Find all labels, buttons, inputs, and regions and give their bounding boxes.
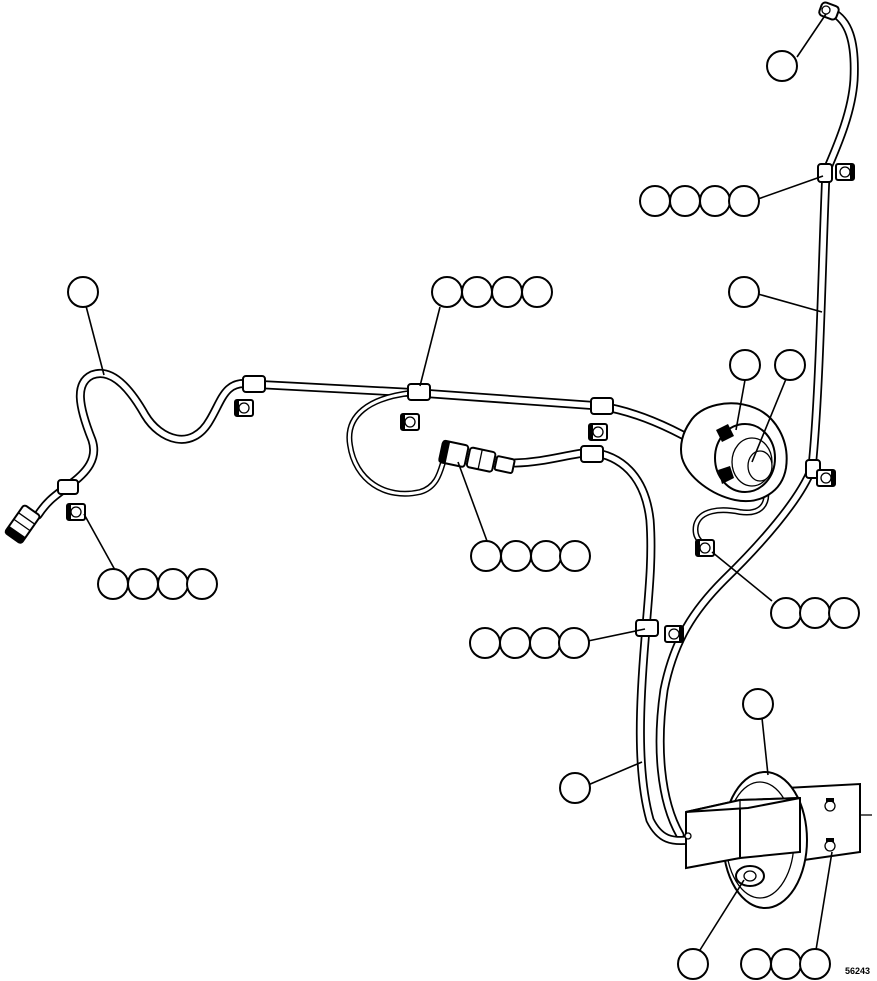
bolt: [400, 413, 420, 431]
leader-line: [815, 851, 833, 951]
callout-bubble: [500, 540, 532, 572]
callout-group-g7: [97, 568, 218, 600]
callout-bubble: [559, 772, 591, 804]
callout-bubble: [469, 627, 501, 659]
leader-line: [751, 378, 787, 463]
leader-line: [796, 13, 827, 58]
leader-line: [419, 306, 441, 387]
callout-bubble: [639, 185, 671, 217]
leader-line: [587, 761, 643, 786]
callout-bubble: [431, 276, 463, 308]
leader-line: [699, 879, 745, 951]
callout-group-g13: [677, 948, 709, 980]
callout-bubble: [799, 597, 831, 629]
mounting-bolts: [66, 163, 855, 643]
callout-bubble: [774, 349, 806, 381]
callout-group-g11: [742, 688, 774, 720]
callout-bubble: [97, 568, 129, 600]
callout-group-g3: [728, 276, 760, 308]
callout-group-g14: [740, 948, 831, 980]
control-box-assembly: [684, 771, 872, 909]
clip-band: [817, 163, 833, 183]
clip-band: [580, 445, 604, 463]
callout-bubble: [157, 568, 189, 600]
callout-bubble: [559, 540, 591, 572]
callout-bubble: [470, 540, 502, 572]
bolt: [816, 469, 836, 487]
callout-bubble: [742, 688, 774, 720]
callout-group-g2: [639, 185, 760, 217]
leader-line: [757, 293, 823, 313]
callout-group-g8: [470, 540, 591, 572]
bolt: [66, 503, 86, 521]
left-plug-connector: [4, 504, 41, 544]
callout-bubble: [770, 597, 802, 629]
bolt: [664, 625, 684, 643]
bolt: [695, 539, 715, 557]
callout-bubble: [799, 948, 831, 980]
clip-band: [407, 383, 431, 401]
callout-bubble: [67, 276, 99, 308]
bolt: [588, 423, 608, 441]
leader-line: [761, 717, 769, 776]
callout-group-g12: [559, 772, 591, 804]
harness-clips: [57, 163, 833, 637]
callout-bubble: [491, 276, 523, 308]
mid-plug-connector: [438, 439, 516, 474]
clip-band: [242, 375, 266, 393]
clip-band: [590, 397, 614, 415]
leader-lines: [83, 13, 833, 951]
callout-bubble: [186, 568, 218, 600]
leader-line: [735, 379, 746, 431]
leader-line: [711, 551, 773, 602]
leader-line: [757, 175, 824, 200]
leader-line: [83, 513, 116, 571]
callout-group-g10: [469, 627, 590, 659]
leader-line: [85, 305, 105, 376]
callout-bubbles: [67, 50, 860, 980]
callout-group-g1: [766, 50, 798, 82]
end-connector-top: [818, 1, 840, 21]
callout-group-g5: [67, 276, 99, 308]
callout-group-g9: [770, 597, 860, 629]
bolt: [835, 163, 855, 181]
callout-bubble: [529, 627, 561, 659]
bolt: [234, 399, 254, 417]
callout-bubble: [677, 948, 709, 980]
callout-bubble: [521, 276, 553, 308]
callout-bubble: [828, 597, 860, 629]
leader-line: [457, 461, 488, 542]
callout-bubble: [740, 948, 772, 980]
callout-bubble: [729, 349, 761, 381]
callout-bubble: [699, 185, 731, 217]
callout-bubble: [766, 50, 798, 82]
callout-bubble: [461, 276, 493, 308]
callout-bubble: [127, 568, 159, 600]
clip-band: [635, 619, 659, 637]
callout-bubble: [728, 185, 760, 217]
callout-bubble: [728, 276, 760, 308]
callout-bubble: [770, 948, 802, 980]
callout-group-g4: [431, 276, 553, 308]
callout-bubble: [558, 627, 590, 659]
callout-group-g6: [729, 349, 806, 381]
callout-bubble: [669, 185, 701, 217]
callout-bubble: [499, 627, 531, 659]
leader-line: [587, 628, 646, 642]
figure-id-label: 56243: [845, 966, 871, 976]
clip-band: [57, 479, 79, 495]
callout-bubble: [530, 540, 562, 572]
connectors: [4, 1, 840, 544]
